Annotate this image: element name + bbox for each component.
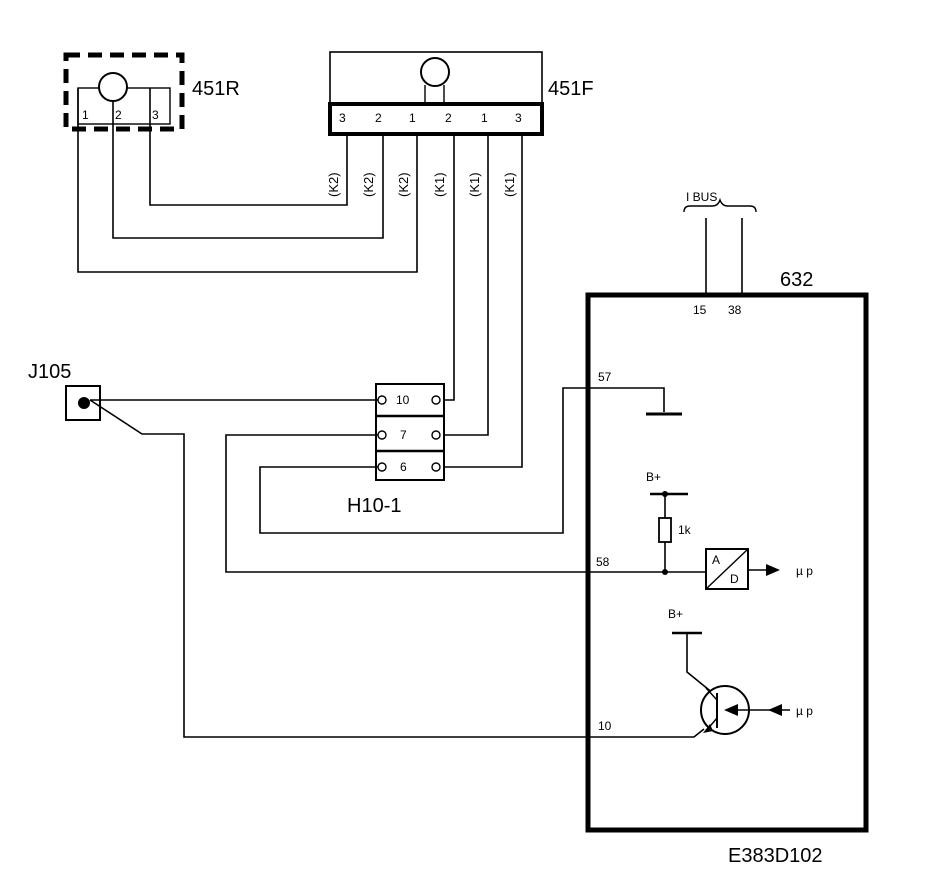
bus-brace	[683, 197, 757, 213]
module-pin-58: 58	[596, 555, 610, 569]
module-pin-57: 57	[598, 370, 612, 384]
lamp-451f-pin: 3	[515, 111, 522, 125]
lamp-451f-label: 451F	[548, 78, 594, 100]
lamp-451r-pin-3: 3	[152, 108, 159, 122]
lamp-wires	[77, 88, 418, 273]
adc-label-d: D	[730, 572, 739, 586]
jack-j105: J105	[28, 361, 101, 421]
lamp-451r-pin-2: 2	[115, 108, 122, 122]
bus-pin-38: 38	[728, 303, 742, 317]
bus-pin-15: 15	[693, 303, 707, 317]
supply-label: B+	[668, 607, 683, 621]
wire-label: (K1)	[502, 172, 517, 197]
connector-pin-10: 10	[396, 393, 410, 407]
adc-label-a: A	[712, 553, 720, 567]
connector-h10-1: 10 7 6 H10-1	[347, 383, 445, 517]
connector-h10-1-label: H10-1	[347, 495, 401, 517]
bulb-icon	[420, 57, 450, 87]
module-wires	[89, 387, 705, 738]
resistor-icon	[658, 517, 672, 543]
lamp-451f-terminal-block	[328, 102, 544, 136]
lamp-451f-pin: 3	[339, 111, 346, 125]
module-pin-10: 10	[598, 719, 612, 733]
wire-label: (K2)	[361, 172, 376, 197]
wire-labels: (K2) (K2) (K2) (K1) (K1) (K1)	[326, 172, 517, 197]
module-632-housing	[585, 292, 869, 833]
module-632: 632 I BUS 15 38 57 B+ 1k 58 A D µ p B+	[585, 190, 869, 833]
lamp-451f-pin: 1	[409, 111, 416, 125]
lamp-451r-pin-1: 1	[82, 108, 89, 122]
supply-label: B+	[646, 470, 661, 484]
lamp-451f-pin: 2	[445, 111, 452, 125]
wire-label: (K1)	[432, 172, 447, 197]
arrow-right-icon	[766, 564, 780, 576]
wire-k2	[77, 88, 418, 273]
wire-label: (K2)	[326, 172, 341, 197]
lamp-451r-label: 451R	[192, 78, 240, 100]
connector-pin-7: 7	[400, 428, 407, 442]
bus-label: I BUS	[686, 190, 717, 204]
wire-k2	[112, 101, 384, 239]
connector-pin-6: 6	[400, 460, 407, 474]
drawing-id: E383D102	[728, 845, 823, 867]
wire-label: (K2)	[396, 172, 411, 197]
wire-pin7-58	[225, 434, 666, 573]
microprocessor-label: µ p	[796, 704, 813, 718]
wire-label: (K1)	[467, 172, 482, 197]
lamp-451f-pin: 1	[481, 111, 488, 125]
arrow-left-icon	[724, 704, 738, 716]
module-632-label: 632	[780, 269, 813, 291]
wire-k2	[149, 88, 348, 206]
wire-k1-pin7	[436, 134, 489, 436]
bulb-icon	[98, 72, 128, 102]
jack-j105-label: J105	[28, 361, 71, 383]
lamp-451r: 1 2 3 451R	[63, 52, 240, 132]
wire-k1-pin6	[436, 134, 523, 468]
wire-j105-transistor	[89, 399, 705, 738]
lamp-451r-housing	[63, 52, 185, 132]
wire-pin6-57	[259, 387, 665, 534]
lamp-451f: 3 2 1 2 1 3 451F	[328, 51, 594, 136]
jack-terminal-icon	[78, 397, 90, 409]
lamp-451f-pin: 2	[375, 111, 382, 125]
resistor-label: 1k	[678, 523, 692, 537]
microprocessor-label: µ p	[796, 564, 813, 578]
